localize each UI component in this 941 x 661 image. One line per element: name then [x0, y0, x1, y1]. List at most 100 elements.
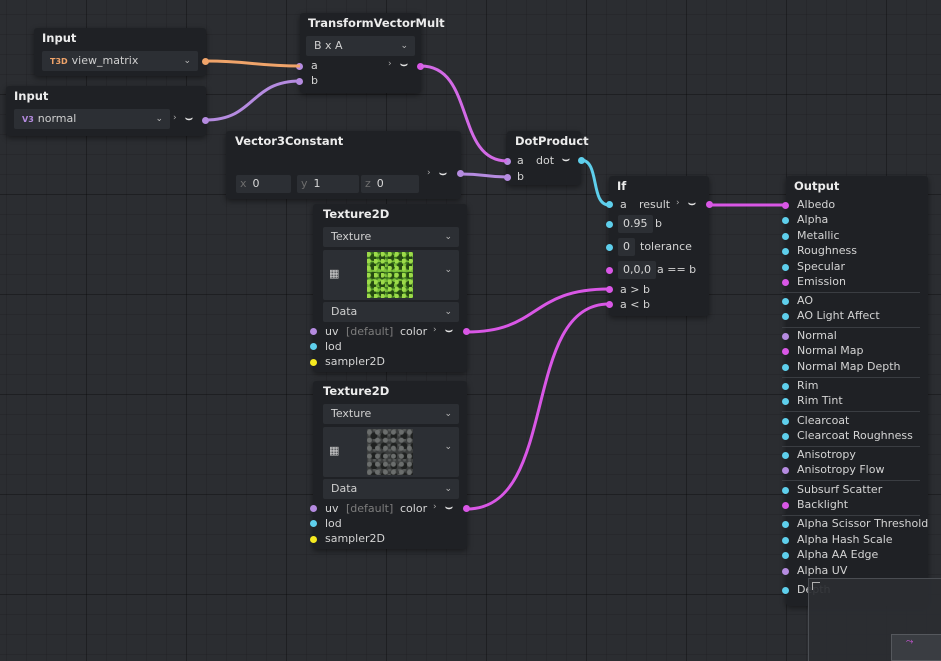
texture-format-select[interactable]: Data ⌄: [323, 302, 459, 322]
output-input-port[interactable]: [782, 279, 789, 286]
output-port-label: Specular: [797, 260, 846, 273]
input-port-equal[interactable]: [606, 267, 613, 274]
dot-product-node[interactable]: DotProduct a dot ⌣ b: [504, 131, 589, 185]
output-input-port[interactable]: [782, 333, 789, 340]
output-port[interactable]: [417, 63, 424, 70]
output-input-port[interactable]: [782, 248, 789, 255]
uv-port[interactable]: [310, 505, 317, 512]
output-input-port[interactable]: [782, 383, 789, 390]
input-port-a[interactable]: [606, 201, 613, 208]
mode-select[interactable]: B x A ⌄: [306, 36, 415, 56]
output-input-port[interactable]: [782, 521, 789, 528]
output-port[interactable]: [457, 170, 464, 177]
chevron-right-icon[interactable]: ›: [433, 502, 437, 512]
uv-default: [default]: [345, 325, 394, 338]
chevron-right-icon[interactable]: ›: [173, 113, 177, 123]
output-input-port[interactable]: [782, 487, 789, 494]
input-port-b[interactable]: [504, 174, 511, 181]
collapse-icon[interactable]: ⌣: [445, 500, 453, 514]
chevron-right-icon[interactable]: ›: [676, 198, 680, 208]
output-port-label: Clearcoat Roughness: [797, 429, 913, 442]
output-input-port[interactable]: [782, 587, 789, 594]
lod-port[interactable]: [310, 520, 317, 527]
output-input-port[interactable]: [782, 552, 789, 559]
uv-label: uv: [325, 325, 339, 338]
output-input-port[interactable]: [782, 433, 789, 440]
texture-format-select[interactable]: Data ⌄: [323, 479, 459, 499]
resize-handle-icon[interactable]: [812, 582, 820, 590]
texture2d-node-1[interactable]: Texture2D Texture ⌄ ▦ ⌄ Data ⌄ uv [defau…: [310, 204, 470, 372]
output-input-port[interactable]: [782, 537, 789, 544]
output-port-label: Normal Map: [797, 344, 864, 357]
output-node[interactable]: [786, 176, 928, 606]
collapse-icon[interactable]: ⌣: [688, 196, 696, 210]
texture2d-node-2[interactable]: Texture2D Texture ⌄ ▦ ⌄ Data ⌄ uv [defau…: [310, 381, 470, 549]
equal-label: a == b: [657, 263, 697, 276]
if-node[interactable]: If a result › ⌣ 0.95 b 0 tolerance 0,0,0…: [606, 176, 713, 316]
output-input-port[interactable]: [782, 398, 789, 405]
collapse-icon[interactable]: ⌣: [439, 166, 447, 180]
output-port-label: Anisotropy: [797, 448, 856, 461]
collapse-icon[interactable]: ⌣: [400, 57, 408, 71]
collapse-icon[interactable]: ⌣: [445, 323, 453, 337]
sampler-port[interactable]: [310, 359, 317, 366]
texture-preview[interactable]: ▦ ⌄: [323, 427, 459, 477]
texture-type-select[interactable]: Texture ⌄: [323, 404, 459, 424]
output-input-port[interactable]: [782, 348, 789, 355]
texture-preview[interactable]: ▦ ⌄: [323, 250, 459, 300]
input-port-greater[interactable]: [606, 286, 613, 293]
b-value-field[interactable]: 0.95: [618, 215, 653, 233]
sampler-port[interactable]: [310, 536, 317, 543]
input-port-b[interactable]: [296, 78, 303, 85]
graph-minimap[interactable]: ⤳: [808, 578, 941, 661]
texture-type-value: Texture: [331, 407, 372, 420]
output-port[interactable]: [578, 157, 585, 164]
collapse-icon[interactable]: ⌣: [185, 111, 193, 125]
input-port-a[interactable]: [504, 158, 511, 165]
input-port-less[interactable]: [606, 301, 613, 308]
texture-type-select[interactable]: Texture ⌄: [323, 227, 459, 247]
output-port[interactable]: [202, 58, 209, 65]
tolerance-value-field[interactable]: 0: [618, 238, 635, 256]
chevron-right-icon[interactable]: ›: [433, 325, 437, 335]
chevron-right-icon[interactable]: ›: [388, 59, 392, 69]
input-value: normal: [37, 112, 77, 125]
wire-dot-to-if-a: [580, 158, 610, 207]
output-input-port[interactable]: [782, 298, 789, 305]
output-input-port[interactable]: [782, 217, 789, 224]
color-output-port[interactable]: [463, 505, 470, 512]
chevron-right-icon[interactable]: ›: [427, 168, 431, 178]
chevron-down-icon: ⌄: [444, 484, 452, 494]
lod-port[interactable]: [310, 343, 317, 350]
output-port[interactable]: [202, 117, 209, 124]
uv-port[interactable]: [310, 328, 317, 335]
output-port-label: Normal: [797, 329, 837, 342]
output-input-port[interactable]: [782, 264, 789, 271]
output-input-port[interactable]: [782, 202, 789, 209]
output-input-port[interactable]: [782, 418, 789, 425]
input-port-b[interactable]: [606, 221, 613, 228]
input-port-a[interactable]: [296, 63, 303, 70]
output-input-port[interactable]: [782, 233, 789, 240]
input-port-tolerance[interactable]: [606, 244, 613, 251]
equal-value-field[interactable]: 0,0,0: [618, 261, 656, 279]
result-output-port[interactable]: [706, 201, 713, 208]
output-input-port[interactable]: [782, 452, 789, 459]
color-output-port[interactable]: [463, 328, 470, 335]
output-input-port[interactable]: [782, 313, 789, 320]
output-input-port[interactable]: [782, 502, 789, 509]
output-port-label: Backlight: [797, 498, 849, 511]
output-input-port[interactable]: [782, 467, 789, 474]
transform-vector-mult-node[interactable]: TransformVectorMult B x A ⌄ a b › ⌣: [296, 13, 445, 93]
collapse-icon[interactable]: ⌣: [562, 152, 570, 166]
output-input-port[interactable]: [782, 568, 789, 575]
output-input-port[interactable]: [782, 364, 789, 371]
